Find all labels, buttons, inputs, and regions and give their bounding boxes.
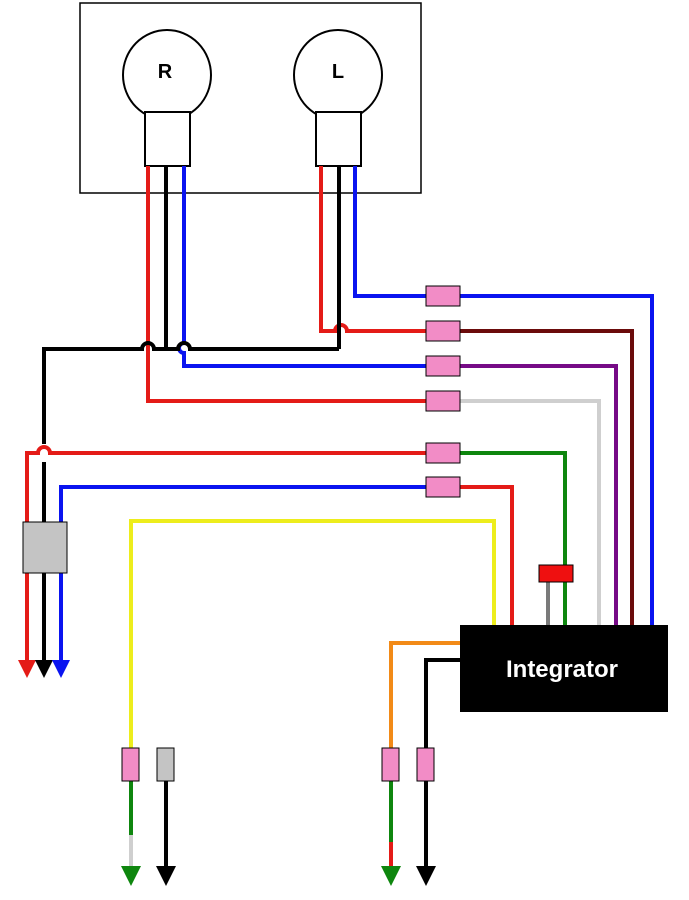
connector-bottom-black [416, 747, 435, 782]
lamp-right-label: R [158, 61, 173, 83]
lamp-left-socket [315, 111, 362, 167]
wire-right-blue [177, 166, 430, 368]
inline-fuse [538, 564, 574, 583]
arrow-blue-out [52, 660, 70, 678]
connector-bottom-gray [156, 747, 175, 782]
connector-lightgray-run [425, 390, 461, 412]
connector-red-run [425, 476, 461, 498]
wire-purple [458, 364, 618, 627]
arrow-bottom-green-2 [381, 866, 401, 886]
connector-green-run [425, 442, 461, 464]
integrator-module: Integrator [460, 625, 668, 712]
integrator-label: Integrator [506, 656, 618, 683]
wire-maroon [458, 329, 634, 627]
arrow-bottom-black-1 [156, 866, 176, 886]
lamp-right-socket [144, 111, 191, 167]
wire-red-integrator [458, 485, 514, 627]
wire-yellow [129, 519, 496, 748]
wire-light-gray [458, 399, 601, 627]
wire-left-blue [353, 166, 654, 627]
wire-black-bus [42, 341, 339, 444]
integrator-box [460, 625, 668, 712]
connector-bottom-yellow [121, 747, 140, 782]
lamp-left-label: L [332, 61, 344, 83]
lamp-left: L [293, 29, 383, 167]
arrow-bottom-black-2 [416, 866, 436, 886]
wire-blue-feed [59, 485, 430, 660]
connector-blue-run [425, 285, 461, 307]
junction-block [22, 521, 68, 574]
wire-red-feed [25, 445, 430, 660]
arrow-bottom-green-1 [121, 866, 141, 886]
wire-orange [389, 641, 460, 748]
wire-right-red [146, 166, 430, 403]
lamp-right: R [122, 29, 212, 167]
arrow-red-out [18, 660, 36, 678]
connector-purple-run [425, 355, 461, 377]
arrow-black-out [35, 660, 53, 678]
connector-bottom-orange [381, 747, 400, 782]
connector-maroon-run [425, 320, 461, 342]
wire-integrator-black [424, 658, 460, 748]
